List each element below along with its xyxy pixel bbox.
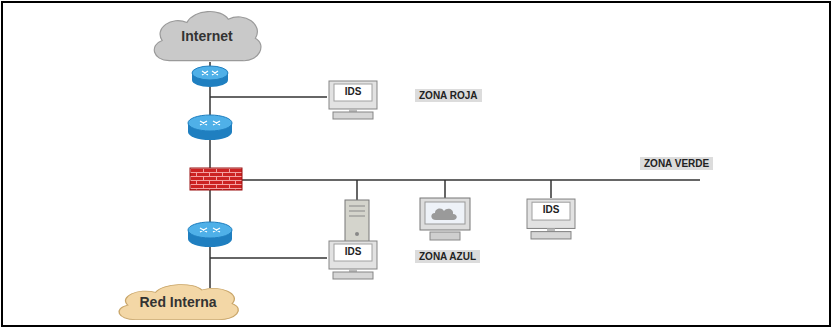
cloud-label: Internet (181, 28, 232, 44)
router-symbol (192, 66, 228, 87)
ids-label: IDS (543, 204, 560, 216)
router-symbol (188, 222, 232, 247)
ids-computer: IDS (327, 80, 379, 120)
wires (210, 62, 700, 288)
router-symbol (188, 115, 232, 140)
workstation-symbol (420, 198, 470, 240)
ids-label: IDS (345, 246, 362, 258)
firewall-symbol (190, 168, 242, 190)
cloud-label: Red Interna (139, 294, 216, 310)
ids-label: IDS (345, 86, 362, 98)
zone-label: ZONA AZUL (415, 250, 480, 263)
zone-label: ZONA ROJA (415, 89, 482, 102)
frame (2, 2, 830, 326)
zone-label: ZONA VERDE (640, 157, 713, 170)
internal-network-cloud: Red Interna (112, 282, 244, 322)
internet-cloud: Internet (148, 8, 266, 64)
server-symbol (345, 200, 369, 242)
ids-computer: IDS (327, 240, 379, 280)
ids-computer: IDS (525, 198, 577, 240)
